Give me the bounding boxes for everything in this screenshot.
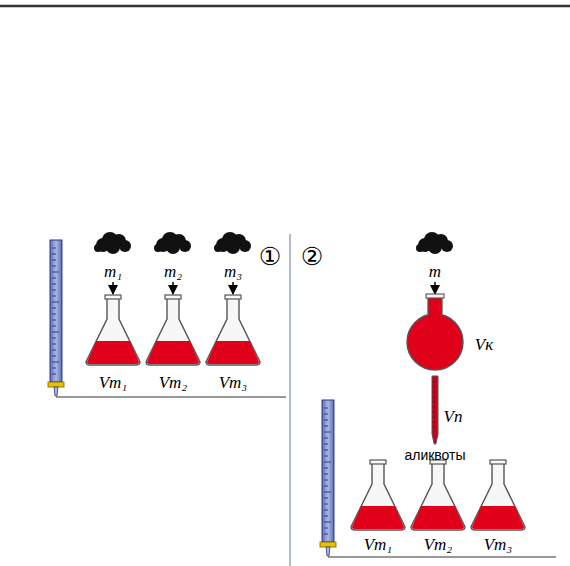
volume-label: Vт₃	[484, 536, 513, 553]
addition-arrow	[172, 282, 174, 294]
bench-line	[328, 556, 556, 557]
burette	[48, 240, 64, 396]
titration-flask	[146, 295, 200, 365]
burette	[320, 400, 336, 556]
circled-number: ②	[301, 244, 323, 269]
bench-line	[56, 396, 286, 397]
volume-label: Vт₃	[219, 374, 248, 391]
mass-label: m	[429, 263, 441, 280]
mass-label: m₁	[104, 263, 122, 280]
volume-label: Vт₂	[424, 536, 453, 553]
sample-heap	[416, 232, 453, 254]
mass-label: m₂	[164, 263, 182, 280]
titration-flask	[86, 295, 140, 365]
volume-label: Vк	[475, 336, 493, 353]
addition-arrow	[434, 282, 436, 294]
addition-arrow	[112, 282, 114, 294]
aliquot-label: аликвоты	[404, 448, 465, 462]
top-rule	[0, 5, 570, 8]
sample-heap	[214, 232, 251, 254]
mass-label: m₃	[224, 263, 242, 280]
addition-arrow	[232, 282, 234, 294]
volume-label: Vт₁	[364, 536, 393, 553]
titration-flask	[351, 460, 405, 530]
sample-heap	[94, 232, 131, 254]
volumetric-flask	[407, 294, 463, 370]
volume-label: Vт₂	[159, 374, 188, 391]
volume-label: Vп	[444, 408, 463, 425]
pipette	[432, 376, 438, 444]
circled-number: ①	[259, 244, 281, 269]
titration-flask	[471, 460, 525, 530]
titration-flask	[411, 460, 465, 530]
sample-heap	[154, 232, 191, 254]
volume-label: Vт₁	[99, 374, 128, 391]
titration-flask	[206, 295, 260, 365]
panel-divider	[289, 234, 291, 566]
